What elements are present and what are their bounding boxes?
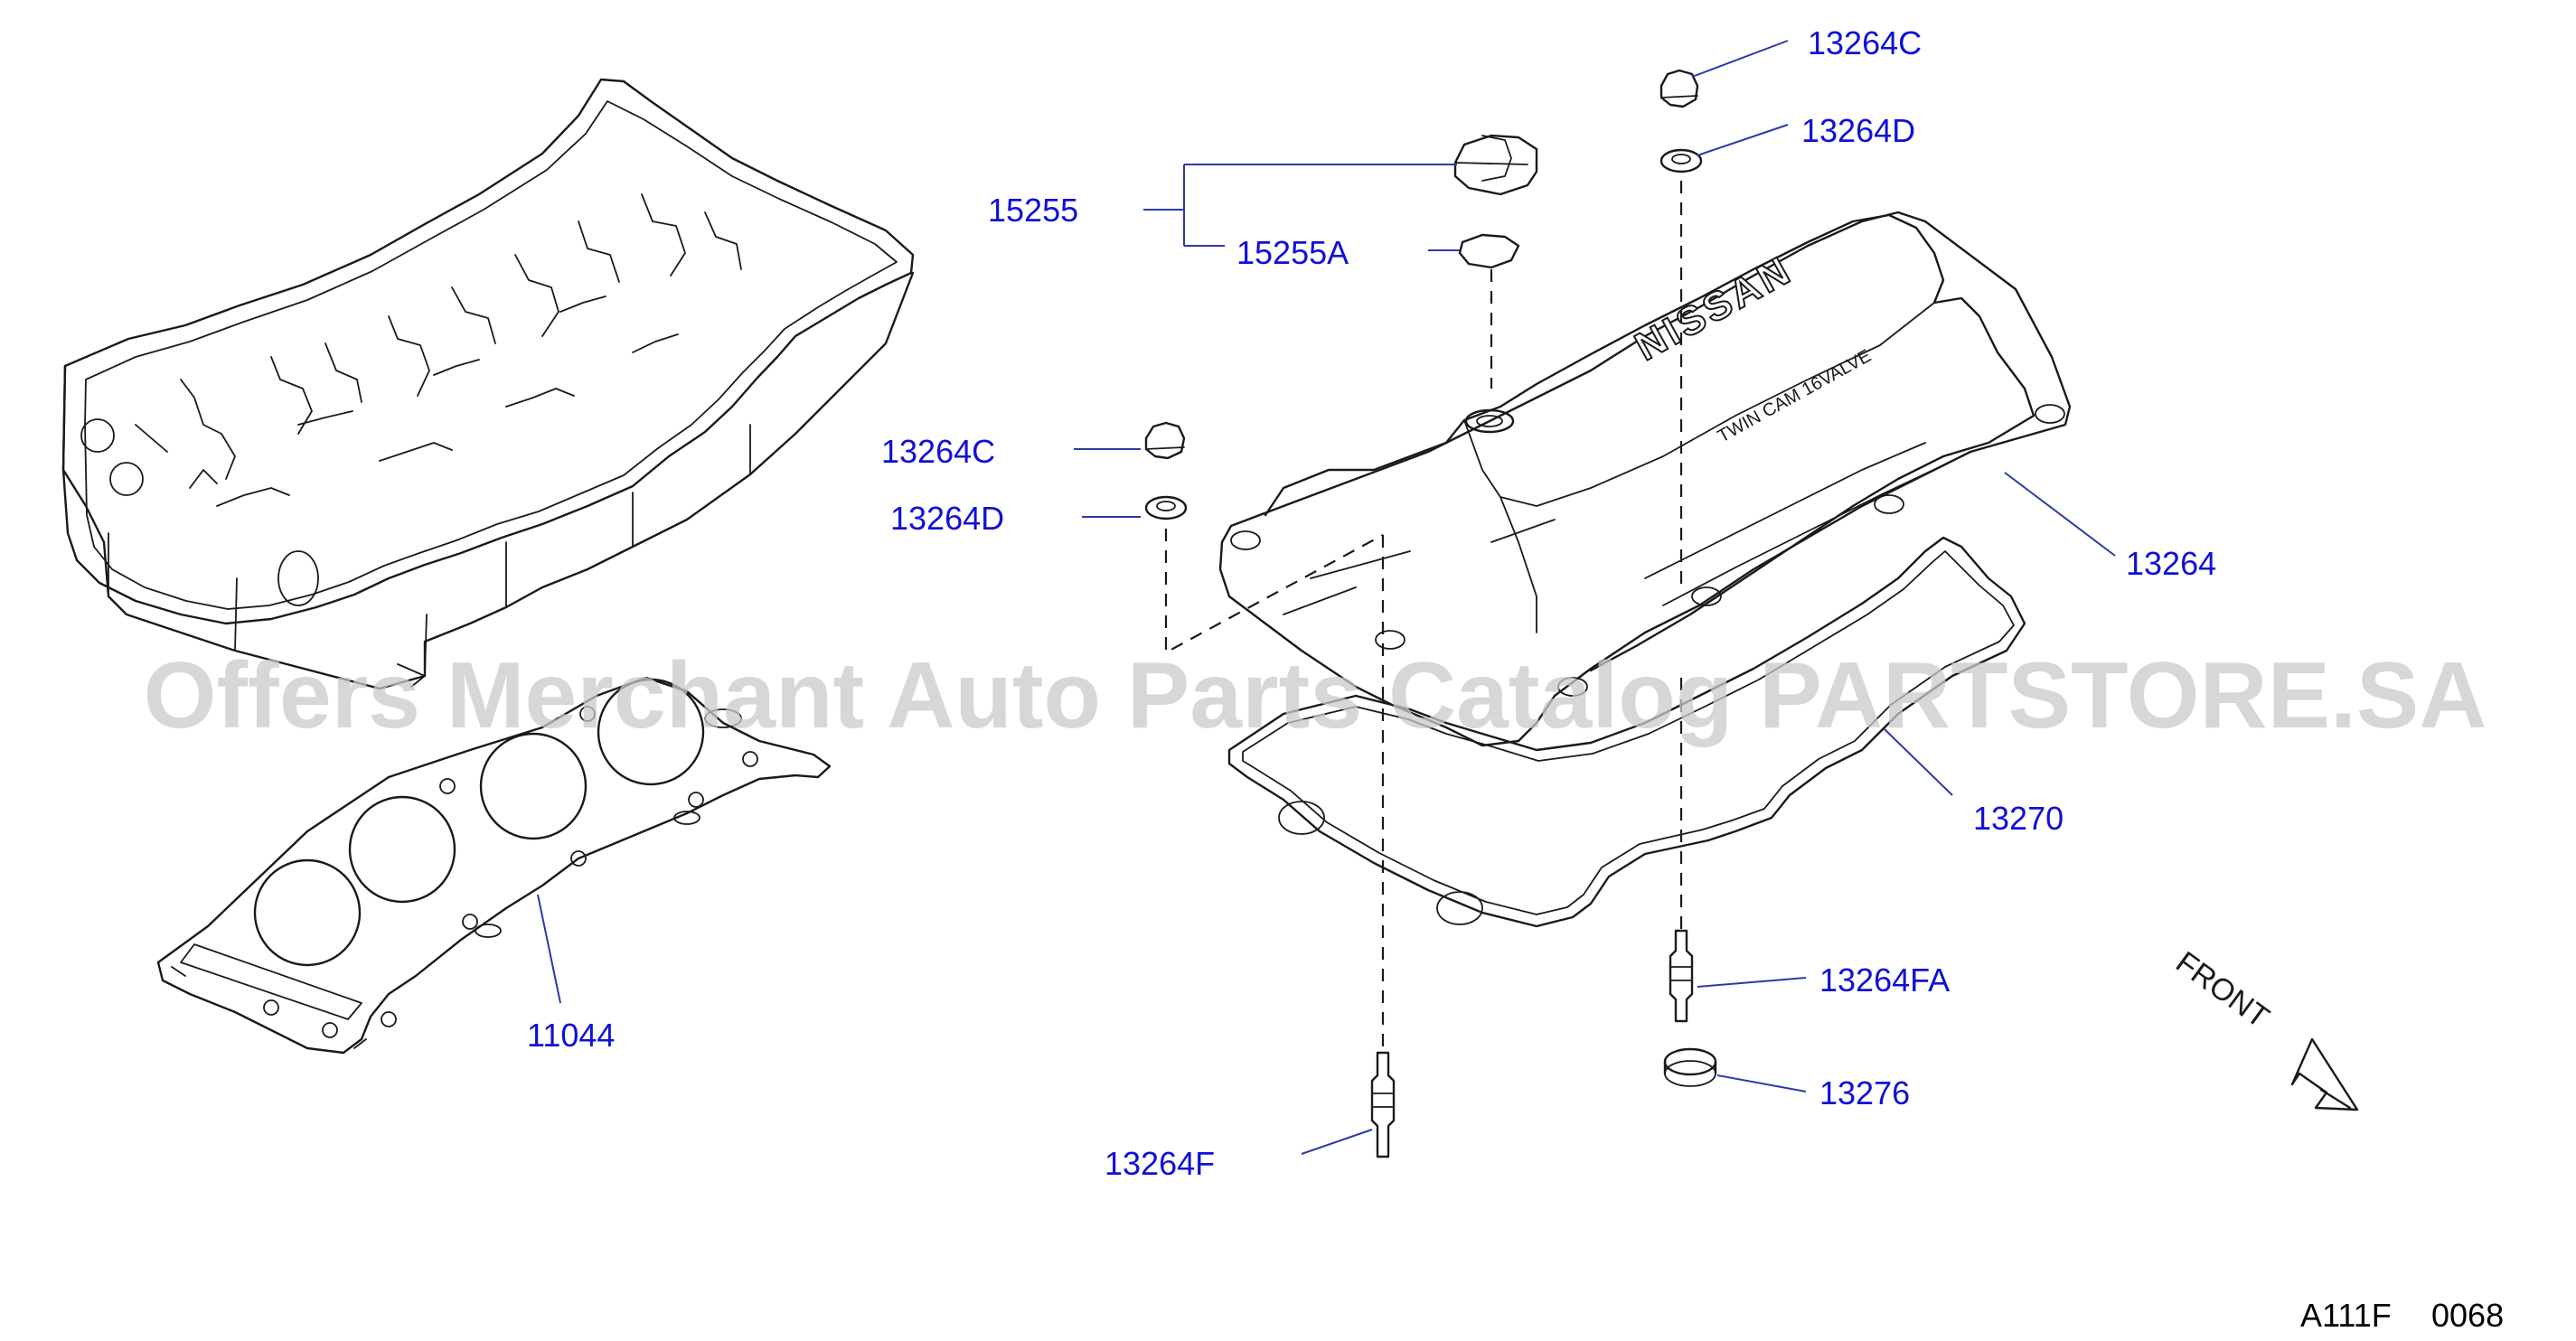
watermark-text: Offers Merchant Auto Parts Catalog PARTS…	[144, 643, 2487, 748]
diagram-reference-code: A111F	[2300, 1297, 2392, 1334]
front-direction-indicator: FRONT	[2169, 945, 2359, 1111]
spark-plug-seal-illustration	[1663, 1047, 1717, 1087]
label-13264D-top[interactable]: 13264D	[1801, 112, 1915, 149]
label-13264F[interactable]: 13264F	[1105, 1145, 1215, 1182]
cover-gasket-illustration	[1227, 536, 2026, 928]
oil-filler-cap-illustration	[1453, 134, 1538, 196]
label-13264C-top[interactable]: 13264C	[1808, 24, 1922, 61]
label-13264D-left[interactable]: 13264D	[890, 500, 1004, 537]
cylinder-head-illustration	[61, 78, 915, 690]
label-13264[interactable]: 13264	[2126, 545, 2216, 582]
cap-nut-left-illustration	[1144, 421, 1186, 460]
label-13270[interactable]: 13270	[1973, 800, 2064, 837]
washer-top-illustration	[1659, 148, 1703, 173]
diagram-reference-number: 0068	[2431, 1297, 2504, 1334]
label-13264C-left[interactable]: 13264C	[881, 433, 995, 470]
front-arrow-icon	[2290, 1037, 2359, 1111]
washer-left-illustration	[1144, 495, 1188, 520]
part-labels: 13264C 13264D 15255 15255A 13264C 13264D…	[527, 24, 2216, 1182]
leader-lines	[537, 40, 2116, 1155]
filler-cap-seal-illustration	[1458, 233, 1520, 269]
label-15255A[interactable]: 15255A	[1236, 234, 1349, 271]
stud-bolt-right-illustration	[1669, 929, 1694, 1023]
nissan-emboss: NISSAN	[1628, 248, 1800, 370]
front-label: FRONT	[2169, 945, 2275, 1036]
assembly-dashed-lines	[1164, 181, 1683, 1048]
label-13276[interactable]: 13276	[1819, 1074, 1910, 1111]
label-15255[interactable]: 15255	[988, 192, 1078, 229]
cap-nut-top-illustration	[1659, 69, 1699, 108]
twin-cam-emboss: TWIN CAM 16VALVE	[1715, 346, 1875, 447]
stud-bolt-left-illustration	[1370, 1051, 1396, 1158]
head-gasket-illustration	[156, 676, 832, 1055]
label-13264FA[interactable]: 13264FA	[1819, 961, 1950, 999]
label-11044[interactable]: 11044	[527, 1017, 615, 1054]
